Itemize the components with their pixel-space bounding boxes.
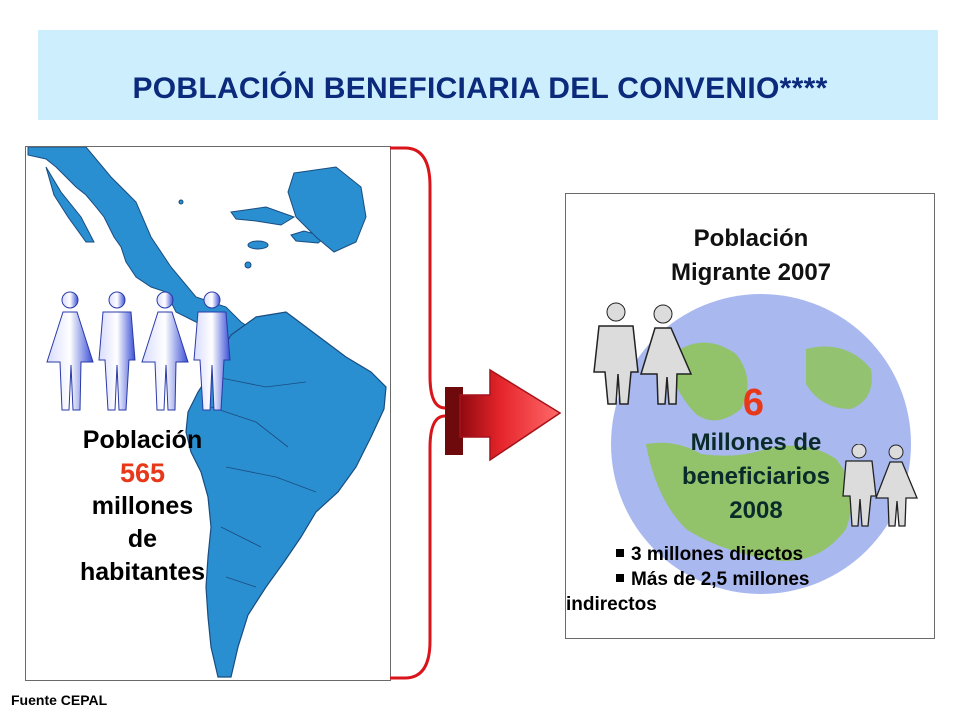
couple-figures-top — [593, 302, 693, 405]
beneficiaries-line2: beneficiarios — [681, 463, 831, 490]
population-label: Población — [82, 426, 203, 454]
female-figure-icon — [141, 291, 189, 411]
bullet-text: indirectos — [566, 594, 657, 615]
migrant-title-line2: Migrante 2007 — [670, 259, 832, 286]
couple-figures-bottom — [842, 444, 918, 527]
male-figure-icon — [98, 291, 136, 411]
migrant-number: 6 — [742, 382, 765, 424]
population-number: 565 — [119, 458, 166, 488]
latin-america-map-panel — [25, 146, 391, 681]
map-icon — [27, 147, 387, 678]
beneficiaries-line1: Millones de — [690, 429, 822, 456]
male-figure-icon — [593, 302, 639, 405]
bullet-text: Más de 2,5 millones — [631, 569, 810, 590]
bullet-text: 3 millones directos — [631, 544, 804, 565]
migrant-title-line1: Población — [693, 225, 809, 252]
title-banner — [38, 30, 938, 120]
beneficiaries-line3: 2008 — [729, 497, 783, 524]
beneficiaries-text: Millones de beneficiarios 2008 — [626, 426, 886, 528]
bullet-item: indirectos — [566, 592, 809, 617]
bullet-list: 3 millones directos Más de 2,5 millones … — [566, 542, 809, 617]
female-figure-icon — [639, 304, 693, 405]
population-habitantes: habitantes — [79, 558, 206, 586]
male-figure-icon — [842, 444, 877, 527]
population-unit: millones — [91, 492, 194, 520]
population-text: Población 565 millones de habitantes — [40, 424, 245, 589]
migrant-population-panel: Población Migrante 2007 6 Millones de be… — [565, 193, 935, 639]
population-de: de — [127, 525, 158, 553]
arrow-right-icon — [445, 368, 562, 462]
bracket-shape — [390, 146, 445, 680]
source-footer: Fuente CEPAL — [11, 692, 108, 708]
people-group-left — [46, 291, 231, 411]
bullet-item: Más de 2,5 millones — [616, 567, 809, 592]
male-figure-icon — [193, 291, 231, 411]
female-figure-icon — [46, 291, 94, 411]
bullet-item: 3 millones directos — [616, 542, 809, 567]
female-figure-icon — [875, 444, 918, 527]
page-title: POBLACIÓN BENEFICIARIA DEL CONVENIO**** — [132, 72, 828, 105]
